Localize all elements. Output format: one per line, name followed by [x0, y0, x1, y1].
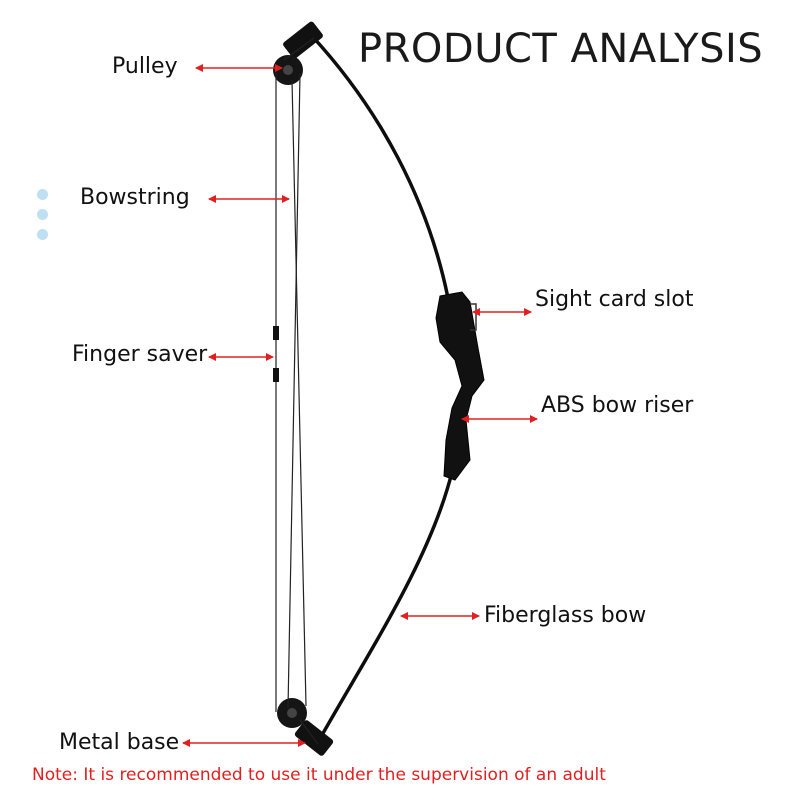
upper-limb [310, 34, 450, 299]
upper-cam-plate [283, 21, 323, 59]
sight-slot [470, 303, 477, 331]
label-fiberglass-bow: Fiberglass bow [484, 603, 647, 628]
label-metal-base: Metal base [59, 730, 180, 755]
finger-saver-top [273, 326, 279, 340]
decor-dot-1 [37, 189, 48, 200]
decor-dot-3 [37, 229, 48, 240]
supervision-note: Note: It is recommended to use it under … [32, 765, 606, 785]
finger-saver-bottom [273, 368, 279, 382]
abs-riser [435, 291, 485, 481]
decor-dot-2 [37, 209, 48, 220]
label-bowstring: Bowstring [80, 185, 190, 210]
label-pulley: Pulley [112, 54, 178, 79]
page-title: PRODUCT ANALYSIS [358, 26, 764, 72]
label-abs-bow-riser: ABS bow riser [541, 393, 694, 418]
label-finger-saver: Finger saver [72, 342, 208, 367]
lower-limb [316, 471, 454, 743]
label-sight-card-slot: Sight card slot [535, 287, 694, 312]
bowstring-lines [275, 37, 319, 745]
